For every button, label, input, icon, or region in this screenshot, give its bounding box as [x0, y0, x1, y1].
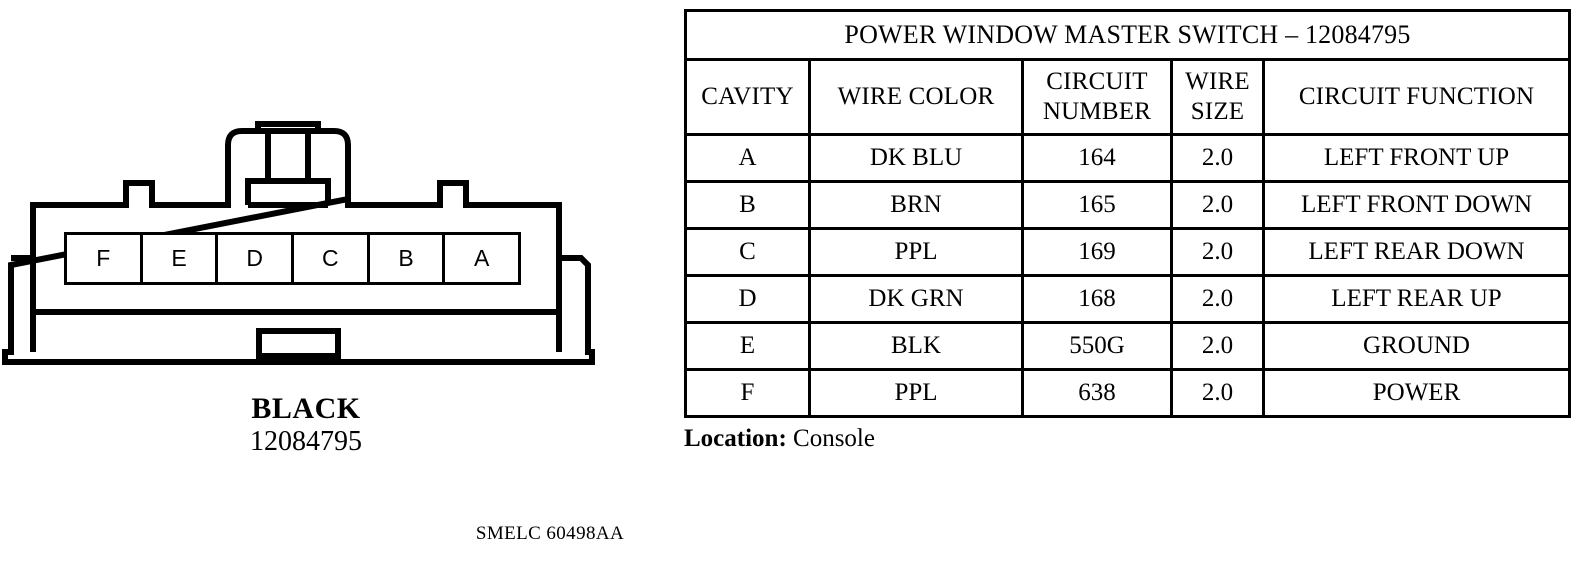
cell-cavity: B [684, 180, 811, 230]
cell-circuit-number: 165 [1021, 180, 1173, 230]
table-row: A DK BLU 164 2.0 LEFT FRONT UP [684, 133, 1572, 183]
connector-latch-tshape [245, 131, 331, 205]
connector-latch-housing [225, 121, 351, 205]
column-header-wire-color: WIRE COLOR [808, 58, 1024, 136]
drawing-code: SMELC 60498AA [475, 523, 625, 544]
cell-wire-size: 2.0 [1170, 180, 1265, 230]
location-line: Location: Console [684, 424, 875, 454]
table-row: F PPL 638 2.0 POWER [684, 368, 1572, 418]
cell-circuit-number: 638 [1021, 368, 1173, 418]
connector-table-container: POWER WINDOW MASTER SWITCH – 12084795 CA… [683, 9, 1572, 418]
connector-body-outline [2, 180, 595, 365]
cell-cavity: E [684, 321, 811, 371]
cell-circuit-number: 169 [1021, 227, 1173, 277]
cavity-cell-b: B [370, 235, 446, 282]
cell-wire-size: 2.0 [1170, 321, 1265, 371]
cavity-cell-e: E [143, 235, 219, 282]
cavity-cell-d: D [218, 235, 295, 282]
table-row: E BLK 550G 2.0 GROUND [684, 321, 1572, 371]
cell-circuit-number: 550G [1021, 321, 1173, 371]
cavity-cell-c: C [294, 235, 370, 282]
connector-latch-crossbar [248, 178, 328, 208]
cell-circuit-function: LEFT REAR UP [1261, 274, 1572, 324]
table-title: POWER WINDOW MASTER SWITCH – 12084795 [683, 9, 1572, 61]
column-header-cavity: CAVITY [684, 58, 811, 136]
cell-cavity: C [684, 227, 811, 277]
cavity-row: F E D C B A [64, 232, 521, 285]
table-row: C PPL 169 2.0 LEFT REAR DOWN [684, 227, 1572, 277]
cell-circuit-function: POWER [1261, 368, 1572, 418]
cell-wire-color: BRN [808, 180, 1024, 230]
table-title-row: POWER WINDOW MASTER SWITCH – 12084795 [683, 9, 1572, 61]
table-row: B BRN 165 2.0 LEFT FRONT DOWN [684, 180, 1572, 230]
cell-circuit-function: GROUND [1261, 321, 1572, 371]
connector-part-number-label: 12084795 [250, 426, 362, 457]
cell-wire-color: BLK [808, 321, 1024, 371]
cell-circuit-function: LEFT FRONT UP [1261, 133, 1572, 183]
column-header-circuit-function: CIRCUIT FUNCTION [1261, 58, 1572, 136]
cell-wire-color: PPL [808, 368, 1024, 418]
cell-cavity: A [684, 133, 811, 183]
cell-wire-color: DK BLU [808, 133, 1024, 183]
table-row: D DK GRN 168 2.0 LEFT REAR UP [684, 274, 1572, 324]
location-value: Console [793, 425, 875, 452]
connector-key-rectangle [256, 328, 341, 359]
cell-cavity: D [684, 274, 811, 324]
cell-circuit-function: LEFT FRONT DOWN [1261, 180, 1572, 230]
cell-circuit-function: LEFT REAR DOWN [1261, 227, 1572, 277]
table-header-row: CAVITY WIRE COLOR CIRCUIT NUMBER WIRE SI… [684, 58, 1572, 136]
connector-outline-svg [2, 121, 595, 365]
cell-circuit-number: 168 [1021, 274, 1173, 324]
cell-cavity: F [684, 368, 811, 418]
cell-wire-size: 2.0 [1170, 227, 1265, 277]
cell-wire-size: 2.0 [1170, 133, 1265, 183]
column-header-circuit-number: CIRCUIT NUMBER [1021, 58, 1173, 136]
cavity-cell-f: F [67, 235, 143, 282]
cell-wire-size: 2.0 [1170, 274, 1265, 324]
cell-wire-color: DK GRN [808, 274, 1024, 324]
cavity-cell-a: A [474, 245, 490, 271]
cell-circuit-number: 164 [1021, 133, 1173, 183]
cell-wire-color: PPL [808, 227, 1024, 277]
connector-color-label: BLACK [251, 392, 361, 425]
connector-pinout-table: POWER WINDOW MASTER SWITCH – 12084795 CA… [683, 9, 1572, 418]
column-header-wire-size: WIRE SIZE [1170, 58, 1265, 136]
cell-wire-size: 2.0 [1170, 368, 1265, 418]
connector-caption: BLACK 12084795 [0, 392, 612, 458]
connector-diagram: F E D C B A BLACK 12084795 [0, 0, 640, 480]
location-label: Location: [684, 425, 787, 452]
